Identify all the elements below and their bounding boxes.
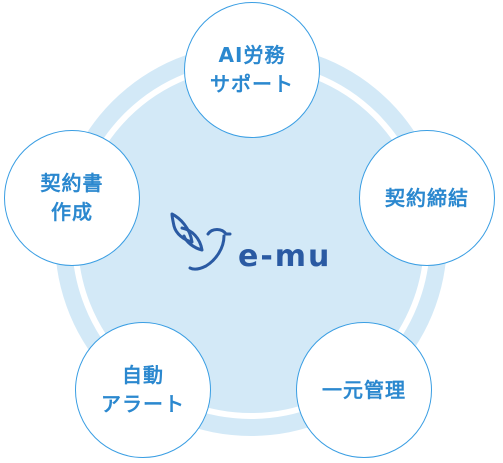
node-label-line-1: 一元管理 — [322, 377, 406, 402]
node-label-line-1: 自動 — [122, 363, 164, 387]
node-auto-alert: 自動 アラート — [75, 322, 211, 458]
node-label-line-1: 契約書 — [40, 171, 104, 195]
emu-logo: e-mu — [170, 212, 331, 274]
node-contract-creation: 契約書 作成 — [4, 130, 140, 266]
node-contract-signing: 契約締結 — [359, 130, 495, 266]
logo-text: e-mu — [238, 239, 331, 274]
bird-icon — [170, 212, 232, 271]
node-ai-support: AI労務 サポート — [184, 2, 320, 138]
node-label-line-1: 契約締結 — [385, 185, 469, 210]
node-label-line-2: 作成 — [51, 200, 93, 224]
node-label-line-2: サポート — [210, 72, 294, 96]
node-label-line-1: AI労務 — [218, 43, 286, 67]
node-label-line-2: アラート — [101, 392, 185, 416]
node-unified-management: 一元管理 — [296, 322, 432, 458]
